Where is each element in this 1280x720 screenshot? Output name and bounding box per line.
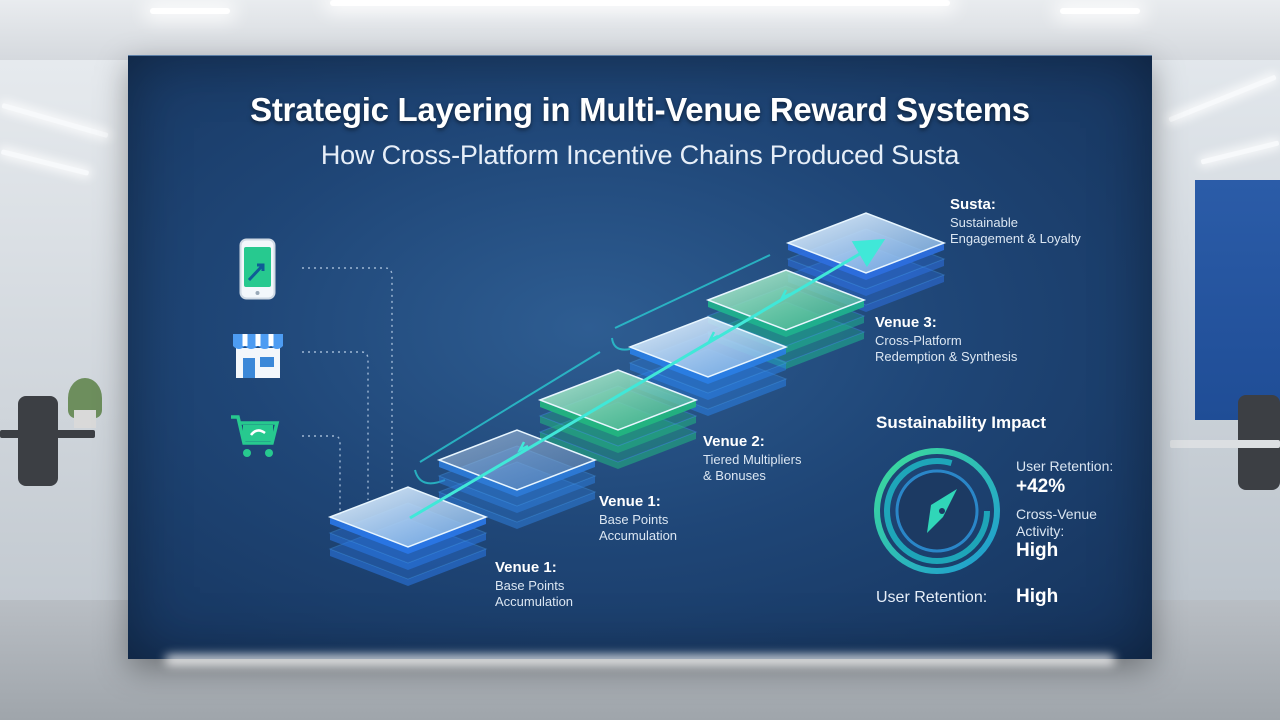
page-subtitle: How Cross-Platform Incentive Chains Prod…	[320, 140, 960, 170]
layer-label: Venue 2: Tiered Multipliers & Bonuses	[703, 434, 802, 484]
plate-stack	[705, 269, 867, 369]
plate-edge	[540, 416, 696, 453]
layer-label: Venue 1: Base Points Accumulation	[495, 560, 573, 610]
plate-edge	[630, 363, 786, 400]
smartphone-icon	[239, 238, 276, 300]
layer-desc-line2: & Bonuses	[703, 468, 766, 483]
plant-pot	[74, 410, 96, 428]
layer-desc-line1: Cross-Platform	[875, 333, 962, 348]
board-glow	[165, 655, 1115, 665]
layer-heading: Venue 1:	[599, 493, 661, 510]
plate	[327, 486, 489, 548]
plate-stack	[537, 369, 699, 469]
plate-edge	[708, 300, 864, 337]
layer-desc-line1: Tiered Multipliers	[703, 452, 802, 467]
plate-edge	[439, 460, 595, 497]
shopping-cart-icon	[229, 413, 281, 461]
retention-label: User Retention:	[1016, 458, 1114, 474]
plate	[705, 269, 867, 331]
layer-desc-line2: Accumulation	[599, 528, 678, 543]
layer-label: Susta: Sustainable Engagement & Loyalty	[950, 197, 1081, 247]
plate-edge	[330, 549, 486, 586]
plate-edge	[540, 400, 696, 437]
ceiling-light	[1060, 8, 1140, 14]
plate	[537, 369, 699, 431]
bottom-retention-label: User Retention:	[876, 589, 988, 606]
blue-accent-wall	[1195, 180, 1280, 420]
layer-heading: Venue 1:	[495, 559, 557, 576]
layer-label: Venue 1: Base Points Accumulation	[599, 494, 677, 544]
page-title: Strategic Layering in Multi-Venue Reward…	[250, 91, 1030, 128]
impact-gauge	[874, 448, 1000, 574]
retention-value: +42%	[1016, 476, 1066, 497]
plate	[627, 316, 789, 378]
connector-line	[302, 267, 393, 490]
layer-desc-line2: Redemption & Synthesis	[875, 349, 1018, 364]
layer-heading: Venue 3:	[875, 314, 937, 331]
plate-stack	[327, 486, 489, 586]
layer-desc-line2: Accumulation	[495, 594, 574, 609]
layer-heading: Susta:	[950, 196, 996, 213]
connector-line	[302, 351, 369, 500]
ceiling-light	[150, 8, 230, 14]
plate-edge	[630, 347, 786, 384]
plate-edge	[439, 476, 595, 513]
layer-desc-line1: Sustainable	[950, 215, 1018, 230]
activity-label-line2: Activity:	[1016, 523, 1065, 539]
icon-connectors	[302, 267, 393, 515]
office-chair	[18, 396, 58, 486]
bottom-retention-value: High	[1016, 586, 1059, 607]
storefront-icon	[231, 326, 285, 380]
flow-chevrons	[517, 289, 791, 453]
layer-desc-line2: Engagement & Loyalty	[950, 231, 1081, 246]
activity-label-line1: Cross-Venue	[1016, 506, 1097, 522]
impact-title: Sustainability Impact	[876, 413, 1047, 432]
layer-heading: Venue 2:	[703, 433, 765, 450]
flow-arrow	[409, 238, 886, 520]
plate-edge	[788, 243, 944, 280]
activity-value: High	[1016, 540, 1059, 561]
layer-desc-line1: Base Points	[495, 578, 565, 593]
connector-line	[302, 435, 341, 515]
layer-label: Venue 3: Cross-Platform Redemption & Syn…	[875, 315, 1017, 365]
plate-edge	[330, 517, 486, 554]
plate	[436, 429, 598, 491]
left-window	[0, 60, 128, 600]
plate-edge	[330, 533, 486, 570]
office-desk	[1170, 440, 1280, 448]
ceiling-light	[330, 0, 950, 6]
layer-desc-line1: Base Points	[599, 512, 669, 527]
